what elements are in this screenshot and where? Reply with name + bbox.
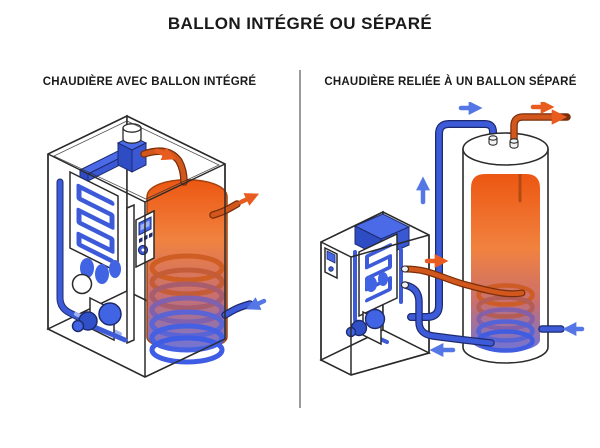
page-title: BALLON INTÉGRÉ OU SÉPARÉ	[167, 14, 433, 33]
comparison-panels: CHAUDIÈRE AVEC BALLON INTÉGRÉ	[0, 70, 600, 408]
cold-inlet-pipe	[220, 300, 254, 319]
hot-outlet-arrow-icon	[238, 193, 259, 206]
flue-vent	[116, 123, 147, 173]
riser-pipe	[406, 120, 497, 321]
cold-inlet-arrow-icon	[245, 297, 266, 310]
panel-integrated: CHAUDIÈRE AVEC BALLON INTÉGRÉ	[0, 76, 299, 402]
boiler-control-panel	[323, 246, 338, 280]
coil-return-pipe	[400, 281, 495, 347]
boiler-to-coil-pipe	[401, 265, 525, 298]
heating-coil	[149, 253, 224, 365]
storage-tank	[461, 132, 549, 364]
boiler-return-fitting	[400, 281, 409, 289]
hot-outlet-pipe	[509, 109, 571, 147]
tank-hot-water	[470, 174, 540, 352]
separate-tank-illustration	[318, 102, 584, 376]
circulation-pump	[71, 296, 127, 343]
burner	[71, 258, 121, 295]
tank-fittings	[487, 135, 519, 149]
tank-coil	[475, 283, 535, 353]
integrated-boiler-illustration	[45, 114, 266, 378]
left-panel-heading: CHAUDIÈRE AVEC BALLON INTÉGRÉ	[42, 76, 257, 88]
cabinet-divider	[125, 203, 135, 345]
panel-separate: CHAUDIÈRE RELIÉE À UN BALLON SÉPARÉ	[301, 76, 600, 402]
cabinet-frame	[46, 115, 226, 378]
boiler-heat-exchanger	[357, 232, 398, 318]
boiler-hot-fitting	[400, 265, 409, 273]
hot-supply-arrow-icon	[154, 147, 176, 161]
right-panel-heading: CHAUDIÈRE RELIÉE À UN BALLON SÉPARÉ	[324, 76, 577, 88]
panel-divider	[299, 70, 301, 408]
hot-outlet-pipe	[208, 200, 241, 219]
